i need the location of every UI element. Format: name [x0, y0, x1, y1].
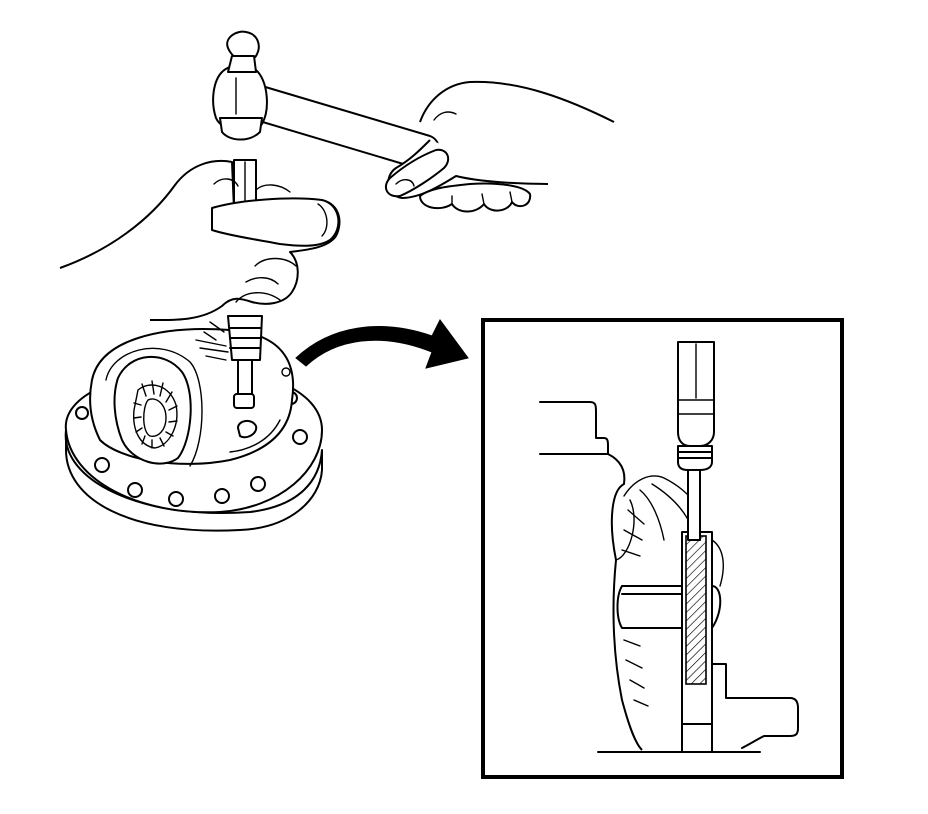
left-hand-holding-punch: [59, 159, 341, 341]
ball-peen-hammer: [212, 30, 440, 167]
right-hand-holding-hammer: [384, 80, 615, 213]
side-gear: [133, 380, 178, 449]
detail-inset: [481, 318, 844, 779]
differential-case: [64, 328, 323, 532]
callout-arrow: [295, 319, 469, 369]
